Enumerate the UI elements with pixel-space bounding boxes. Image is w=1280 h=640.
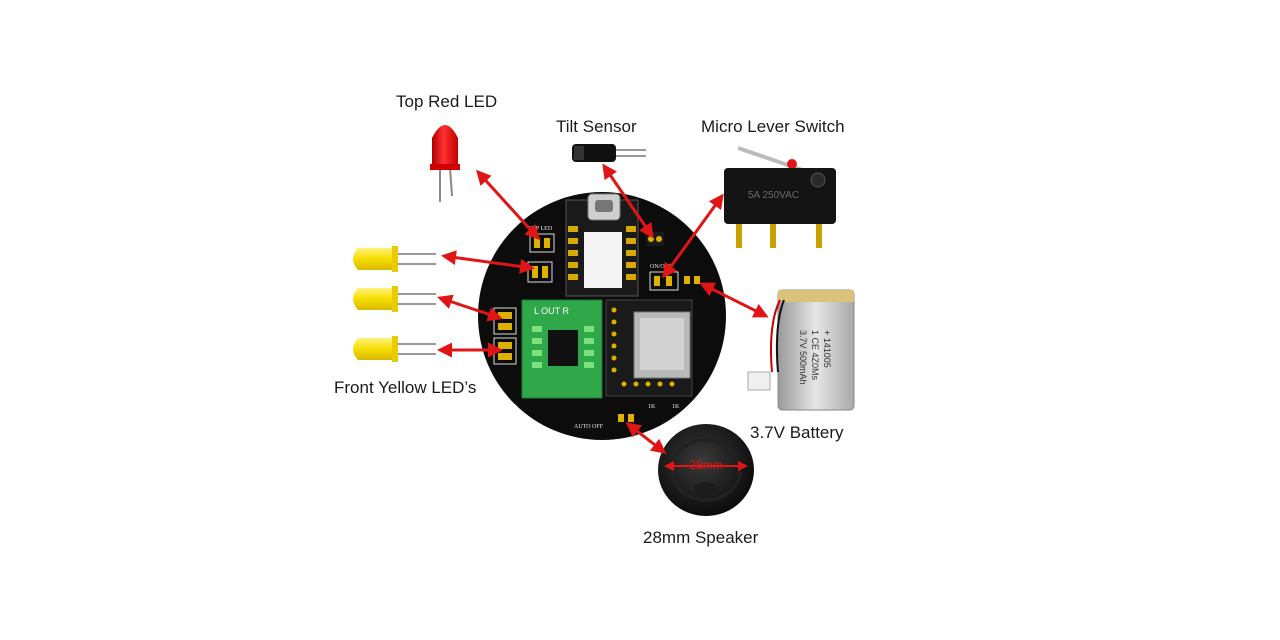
yellow-led-2 bbox=[353, 286, 436, 312]
yellow-led-3 bbox=[353, 336, 436, 362]
battery: 3.7V 500mAh 1 CE 4Z0Ms + 141005 bbox=[747, 289, 855, 411]
yellow-led-1 bbox=[353, 246, 436, 272]
label-tilt-sensor: Tilt Sensor bbox=[556, 117, 637, 136]
arrow-yellow-led-2 bbox=[437, 294, 503, 322]
pad-tilt bbox=[646, 232, 664, 246]
switch-marking: 5A 250VAC bbox=[748, 190, 799, 201]
silk-auto-off: AUTO OFF bbox=[574, 424, 604, 430]
mcu-module bbox=[565, 193, 639, 297]
arrow-top-red-led bbox=[475, 169, 541, 241]
battery-marking-2: 1 CE 4Z0Ms bbox=[810, 330, 820, 381]
arrow-yellow-led-1 bbox=[441, 250, 535, 274]
label-battery: 3.7V Battery bbox=[750, 423, 844, 442]
speaker-marking: 28mm bbox=[689, 458, 722, 472]
label-speaker: 28mm Speaker bbox=[643, 528, 759, 547]
silk-onoff: ON/OFF bbox=[650, 264, 672, 270]
arrow-battery bbox=[699, 282, 769, 318]
silk-top-led: TOP LED bbox=[528, 226, 553, 232]
top-red-led bbox=[430, 125, 460, 202]
speaker: 28mm bbox=[658, 424, 754, 516]
silk-1k-b: 1K bbox=[672, 404, 680, 410]
label-top-red-led: Top Red LED bbox=[396, 92, 498, 111]
tilt-sensor bbox=[572, 144, 646, 162]
amp-marking: L OUT R bbox=[534, 306, 570, 316]
battery-marking-1: 3.7V 500mAh bbox=[798, 330, 808, 385]
pad-battery bbox=[684, 276, 700, 284]
arrow-speaker bbox=[625, 422, 667, 454]
arrow-tilt-sensor bbox=[602, 163, 654, 239]
amplifier-module: L OUT R bbox=[521, 299, 603, 399]
arrow-micro-switch bbox=[662, 193, 724, 279]
micro-lever-switch: 5A 250VAC bbox=[724, 146, 836, 248]
connection-arrows bbox=[437, 163, 769, 454]
pcb-board: TOP LED ON/OFF bbox=[478, 192, 726, 440]
pad-top-led: TOP LED bbox=[528, 226, 555, 253]
battery-marking-3: + 141005 bbox=[822, 330, 832, 368]
label-micro-lever-switch: Micro Lever Switch bbox=[701, 117, 845, 136]
label-front-yellow-leds: Front Yellow LED’s bbox=[334, 378, 477, 397]
mp3-module bbox=[605, 299, 693, 397]
silk-1k-a: 1K bbox=[648, 404, 656, 410]
pad-speaker bbox=[618, 414, 634, 422]
